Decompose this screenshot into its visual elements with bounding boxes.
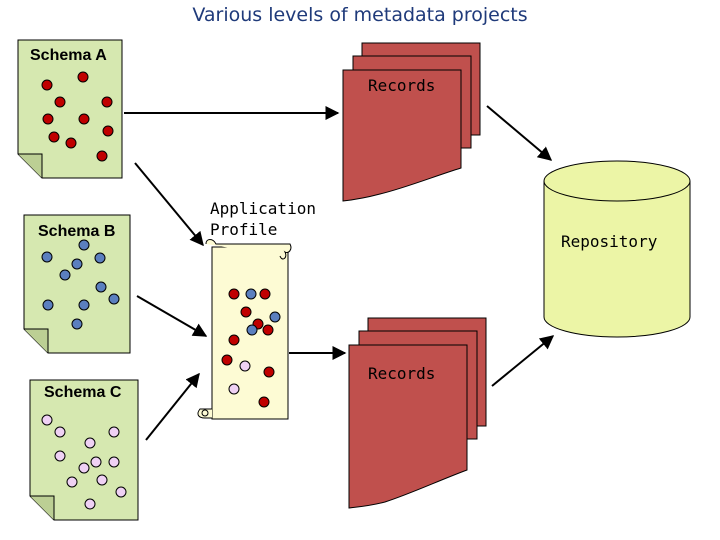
schema-c-dot (54, 450, 66, 462)
schema-b-dot (78, 239, 90, 251)
schema-b-dot (71, 318, 83, 330)
schema-b-dot (78, 299, 90, 311)
schema-a-dot (101, 96, 113, 108)
schema-a-dot (96, 150, 108, 162)
records-top-label: Records (368, 76, 436, 95)
schema-b-page (23, 214, 131, 354)
schema-b-dot (95, 281, 107, 293)
application-profile-scroll (197, 239, 292, 420)
schema-a-dot (48, 131, 60, 143)
schema-c-page (29, 379, 139, 521)
schema-a-page (17, 39, 123, 179)
schema-c-dot (54, 426, 66, 438)
profile-dot (245, 288, 257, 300)
schema-b-dot (42, 299, 54, 311)
profile-dot (239, 360, 251, 372)
profile-dot (259, 288, 271, 300)
schema-a-dot (102, 125, 114, 137)
schema-c-dot (96, 474, 108, 486)
profile-dot (228, 334, 240, 346)
profile-dot (240, 306, 252, 318)
schema-a-dot (65, 137, 77, 149)
profile-dot (246, 324, 258, 336)
schema-b-dot (59, 269, 71, 281)
arrow-schema-a-to-profile (134, 162, 204, 247)
schema-a-label: Schema A (30, 47, 107, 64)
profile-dot (228, 288, 240, 300)
profile-dot (221, 354, 233, 366)
profile-dot (262, 324, 274, 336)
diagram-title: Various levels of metadata projects (192, 4, 528, 26)
schema-c-dot (41, 414, 53, 426)
arrows (124, 105, 555, 441)
profile-dot (258, 396, 270, 408)
schema-a-dot (78, 113, 90, 125)
records-stack-bottom (348, 317, 487, 509)
arrow-schema-b-to-profile (136, 295, 208, 337)
records-bottom-label: Records (368, 364, 436, 383)
metadata-element-dots (41, 71, 281, 510)
schema-a-dot (54, 96, 66, 108)
application-profile-label: Application Profile (210, 199, 316, 239)
schema-c-label: Schema C (44, 384, 122, 401)
schema-c-dot (115, 486, 127, 498)
profile-dot (269, 311, 281, 323)
arrow-schema-c-to-profile (145, 372, 200, 441)
schema-c-dot (108, 426, 120, 438)
schema-a-dot (42, 113, 54, 125)
schema-c-dot (84, 437, 96, 449)
profile-dot (263, 366, 275, 378)
schema-b-dot (41, 251, 53, 263)
arrow-records-to-repository (486, 105, 553, 161)
profile-dot (228, 383, 240, 395)
repository-cylinder (543, 160, 691, 338)
records-stack-top (342, 42, 481, 202)
repository-label: Repository (561, 232, 658, 251)
schema-b-label: Schema B (38, 223, 116, 240)
schema-c-dot (78, 462, 90, 474)
schema-b-dot (94, 252, 106, 264)
schema-b-dot (71, 258, 83, 270)
arrow-records-to-repository-bottom (491, 335, 555, 387)
schema-a-dot (77, 71, 89, 83)
schema-a-dot (41, 79, 53, 91)
schema-c-dot (90, 456, 102, 468)
schema-c-dot (66, 476, 78, 488)
schema-b-dot (108, 293, 120, 305)
schema-c-dot (108, 456, 120, 468)
schema-c-dot (84, 498, 96, 510)
